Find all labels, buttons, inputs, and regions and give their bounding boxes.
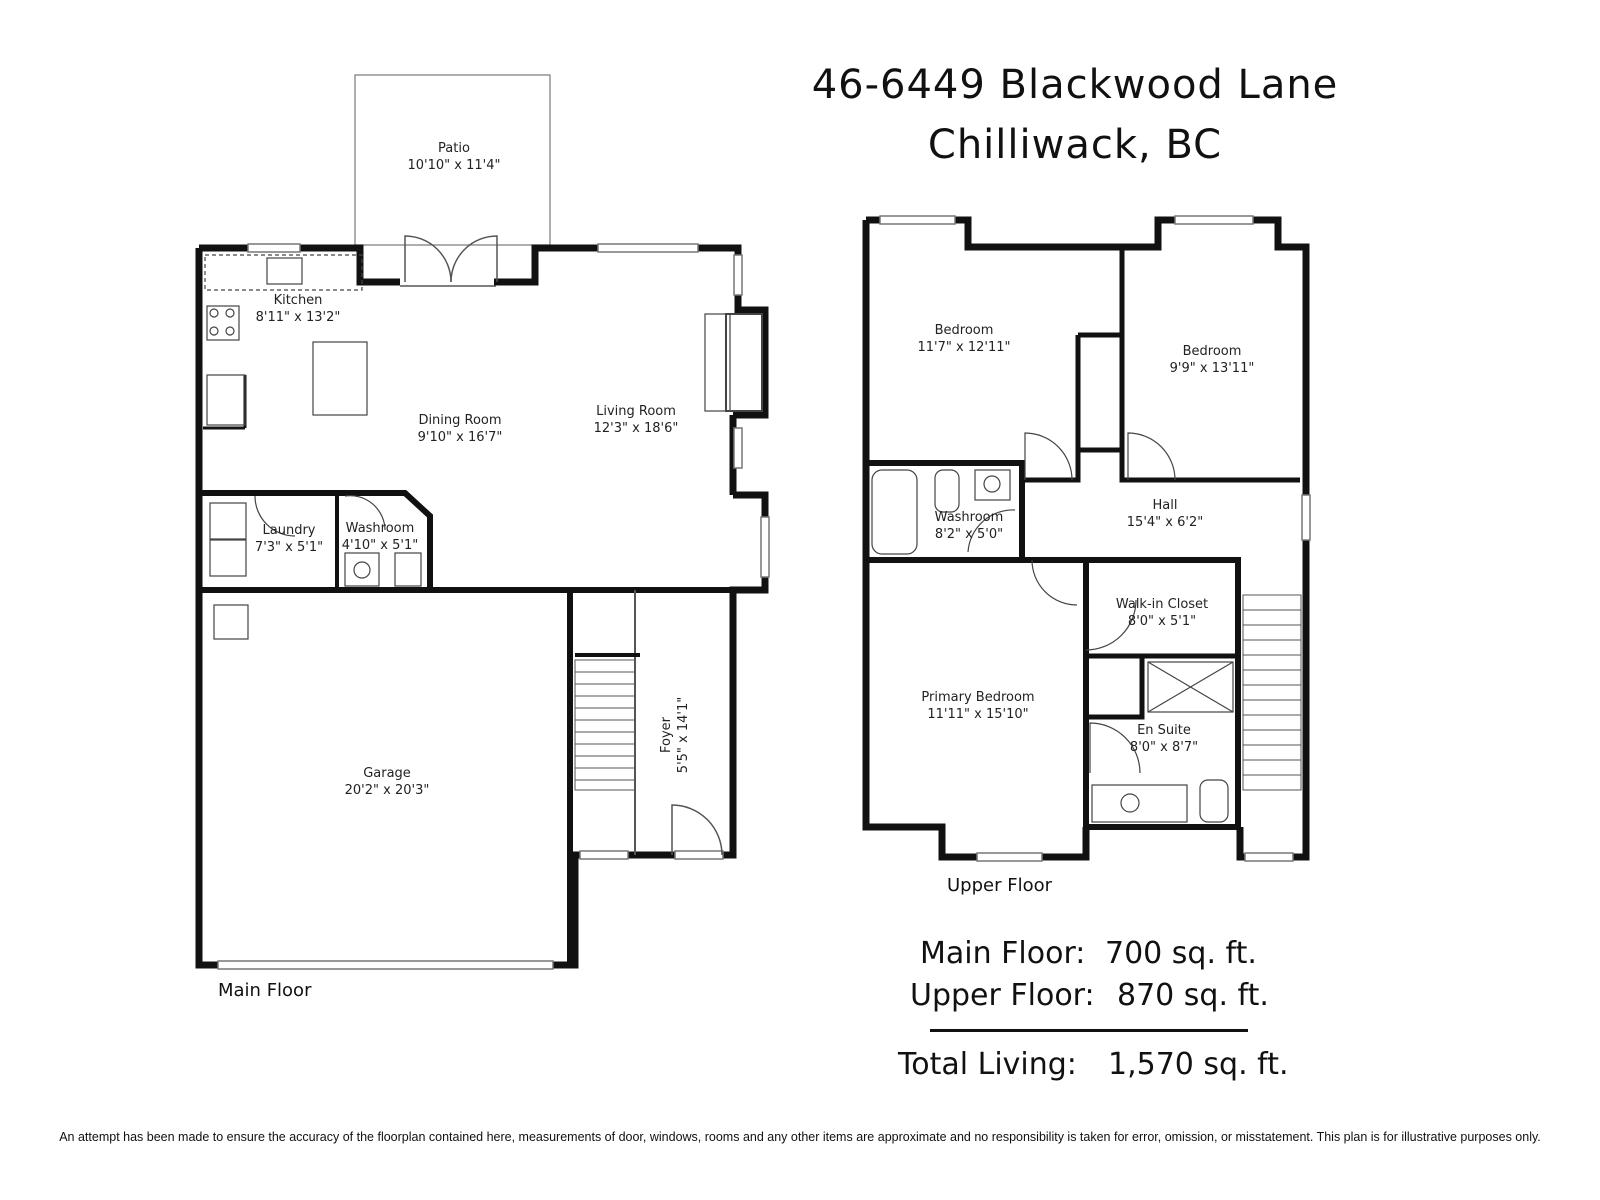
upper-floor-area-label: Upper Floor: <box>910 978 1095 1013</box>
total-living-label: Total Living: <box>898 1047 1077 1082</box>
disclaimer: An attempt has been made to ensure the a… <box>59 1130 1541 1144</box>
main-floor-label: Main Floor <box>218 980 312 1001</box>
room-name-laundry: Laundry <box>263 523 316 538</box>
room-dims-dining: 9'10" x 16'7" <box>418 430 503 445</box>
room-dims-foyer: 5'5" x 14'1" <box>676 697 691 773</box>
patio-outline <box>354 74 551 246</box>
kitchen-fixtures <box>204 254 763 426</box>
upper-bath-fixtures <box>871 432 1234 823</box>
room-dims-laundry: 7'3" x 5'1" <box>255 540 323 555</box>
room-name-kitchen: Kitchen <box>274 293 323 308</box>
room-name-foyer: Foyer <box>659 716 674 753</box>
room-name-walkin-closet: Walk-in Closet <box>1116 597 1208 612</box>
room-name-living: Living Room <box>596 404 676 419</box>
room-dims-bedroom-1: 11'7" x 12'11" <box>918 340 1011 355</box>
room-dims-hall: 15'4" x 6'2" <box>1127 515 1203 530</box>
upper-floor-area-value: 870 sq. ft. <box>1117 978 1269 1013</box>
address-line-1: 46-6449 Blackwood Lane <box>811 62 1339 108</box>
room-name-en-suite: En Suite <box>1137 723 1191 738</box>
room-dims-primary-bedroom: 11'11" x 15'10" <box>927 707 1028 722</box>
room-name-washroom-upper: Washroom <box>935 510 1004 525</box>
room-dims-bedroom-2: 9'9" x 13'11" <box>1170 361 1255 376</box>
laundry-fixtures <box>209 495 422 640</box>
room-dims-washroom-upper: 8'2" x 5'0" <box>935 527 1003 542</box>
main-floor-area-label: Main Floor: <box>920 936 1086 971</box>
total-living-value: 1,570 sq. ft. <box>1108 1047 1289 1082</box>
upper-stairs <box>1242 594 1302 791</box>
room-name-garage: Garage <box>363 766 411 781</box>
room-dims-patio: 10'10" x 11'4" <box>408 158 501 173</box>
foyer-label: Foyer 5'5" x 14'1" <box>659 697 691 773</box>
address-line-2: Chilliwack, BC <box>927 122 1223 168</box>
main-floor-windows <box>217 243 770 970</box>
upper-floor-walls <box>862 216 1310 861</box>
main-floor-area-value: 700 sq. ft. <box>1105 936 1257 971</box>
upper-floor-windows <box>879 215 1311 862</box>
upper-floor-plan: Bedroom 11'7" x 12'11" Bedroom 9'9" x 13… <box>862 215 1311 896</box>
upper-floor-label: Upper Floor <box>947 875 1053 896</box>
room-name-patio: Patio <box>438 141 470 156</box>
room-name-primary-bedroom: Primary Bedroom <box>921 690 1034 705</box>
room-name-dining: Dining Room <box>418 413 501 428</box>
main-stairs <box>574 659 636 791</box>
room-name-bedroom-2: Bedroom <box>1183 344 1242 359</box>
room-dims-kitchen: 8'11" x 13'2" <box>256 310 341 325</box>
room-dims-en-suite: 8'0" x 8'7" <box>1130 740 1198 755</box>
room-dims-living: 12'3" x 18'6" <box>594 421 679 436</box>
main-floor-plan: Patio 10'10" x 11'4" Kitchen 8'11" x 13'… <box>195 74 770 1001</box>
room-dims-washroom-main: 4'10" x 5'1" <box>342 538 418 553</box>
summary-divider <box>930 1029 1248 1032</box>
room-dims-walkin-closet: 8'0" x 5'1" <box>1128 614 1196 629</box>
room-name-bedroom-1: Bedroom <box>935 323 994 338</box>
patio-doors <box>400 235 498 287</box>
room-name-hall: Hall <box>1153 498 1178 513</box>
room-name-washroom-main: Washroom <box>346 521 415 536</box>
room-dims-garage: 20'2" x 20'3" <box>345 783 430 798</box>
front-door <box>671 804 723 856</box>
